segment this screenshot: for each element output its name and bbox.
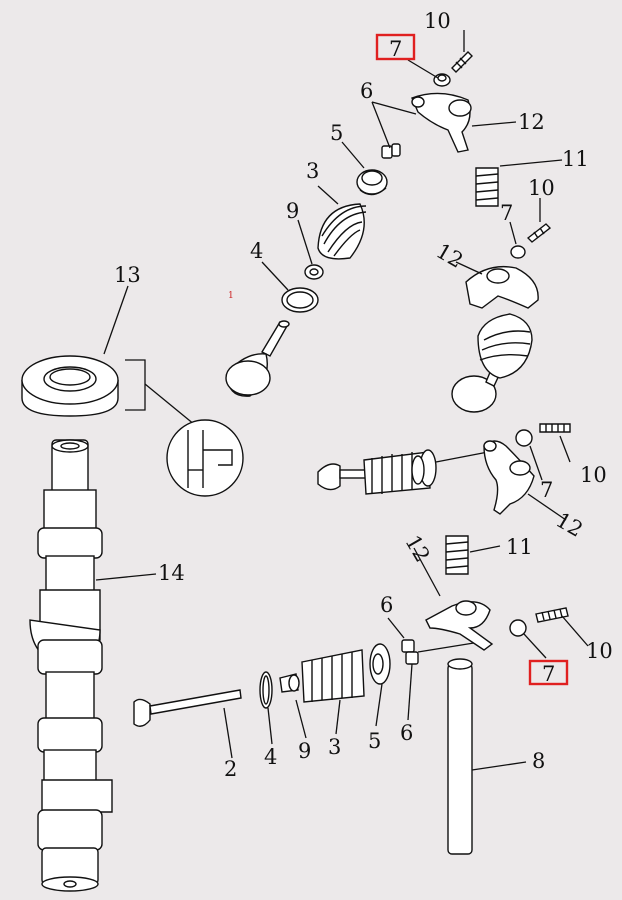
label-6-top: 6: [360, 79, 373, 103]
label-7-bottom: 7: [542, 662, 555, 686]
label-3-bottom: 3: [328, 735, 341, 759]
label-12-bottom: 12: [400, 531, 434, 566]
highlight-box-top-7: [375, 33, 416, 61]
camshaft: [29, 439, 113, 892]
label-10-bottom: 10: [586, 639, 613, 663]
label-11-bottom: 11: [506, 535, 533, 559]
leader-lines: [95, 30, 589, 771]
label-7-top: 7: [389, 37, 402, 61]
horizontal-valve-assembly: [317, 423, 571, 515]
label-4-top: 4: [250, 239, 263, 263]
label-7-mid: 7: [500, 201, 513, 225]
label-6-bottom-a: 6: [380, 593, 393, 617]
label-10-top: 10: [424, 9, 451, 33]
part-labels: 10 7 6 5 3 9 4 1 12 11 10 7 12 13 10 7 1…: [114, 9, 613, 781]
label-12-top: 12: [518, 110, 545, 134]
label-13: 13: [114, 263, 141, 287]
label-1: 1: [228, 291, 234, 301]
bottom-valve-assembly: [133, 535, 569, 855]
cam-gear: [21, 355, 244, 497]
label-7-horizontal: 7: [540, 478, 553, 502]
label-11-top: 11: [562, 147, 589, 171]
top-valve-assembly: [225, 51, 473, 397]
label-9-bottom: 9: [298, 739, 311, 763]
label-4-bottom: 4: [264, 745, 277, 769]
label-5-bottom: 5: [368, 729, 381, 753]
label-12-mid: 12: [432, 239, 467, 273]
label-6-bottom-b: 6: [400, 721, 413, 745]
middle-valve-assembly: [451, 167, 552, 413]
label-2: 2: [224, 757, 237, 781]
label-9-top: 9: [286, 199, 299, 223]
label-8: 8: [532, 749, 545, 773]
label-10-mid: 10: [528, 176, 555, 200]
label-14: 14: [158, 561, 185, 585]
label-5-top: 5: [330, 121, 343, 145]
highlight-box-bottom-7: [528, 659, 569, 686]
label-12-horizontal: 12: [552, 508, 587, 542]
label-3-top: 3: [306, 159, 319, 183]
label-10-horizontal: 10: [580, 463, 607, 487]
